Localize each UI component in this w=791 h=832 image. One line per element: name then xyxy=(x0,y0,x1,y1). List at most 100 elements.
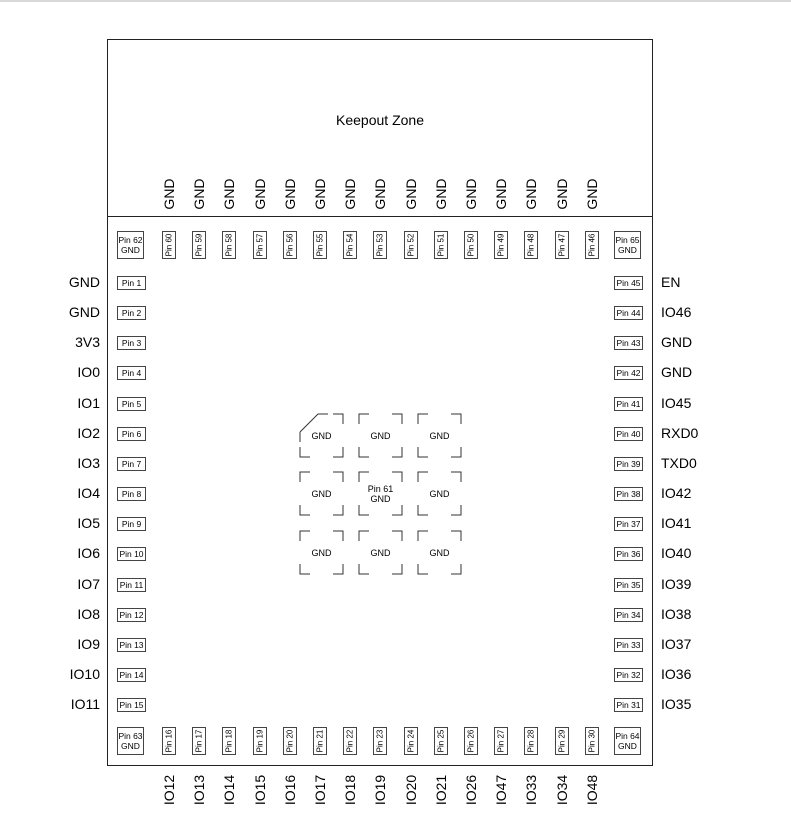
bottom-pin-label-text: IO48 xyxy=(583,774,600,806)
bottom-pin-pad: Pin 24 xyxy=(403,727,418,755)
right-pin-label: IO40 xyxy=(661,545,692,562)
top-pin-pad: Pin 60 xyxy=(162,231,176,259)
top-pin-label-text: GND xyxy=(463,178,479,210)
bottom-pin-pad: Pin 27 xyxy=(494,727,509,755)
right-pin-pad: Pin 35 xyxy=(614,577,643,592)
left-pin-pad: Pin 4 xyxy=(117,366,146,381)
bottom-pin-label-text: IO47 xyxy=(493,774,510,806)
left-pin-pad: Pin 12 xyxy=(117,607,146,622)
bottom-pin-number: Pin 27 xyxy=(496,729,506,753)
bottom-pin-label-text: IO14 xyxy=(221,774,238,806)
top-divider xyxy=(0,0,791,2)
bottom-pin-label-text: IO20 xyxy=(402,774,419,806)
bottom-pin-label-text: IO13 xyxy=(191,774,208,806)
bottom-pin-number: Pin 24 xyxy=(406,729,416,753)
right-pin-pad: Pin 42 xyxy=(614,366,643,381)
top-pin-pad: Pin 59 xyxy=(192,231,207,259)
left-pin-pad: Pin 7 xyxy=(117,456,146,471)
top-pin-label-text: GND xyxy=(281,178,298,210)
bottom-pin-label-text: IO34 xyxy=(553,774,570,806)
top-pin-label-text: GND xyxy=(221,178,238,210)
top-pin-pad: Pin 58 xyxy=(222,231,237,259)
top-pin-label-text: GND xyxy=(402,178,419,210)
left-pin-label: IO3 xyxy=(77,454,100,471)
bottom-pin-pad: Pin 16 xyxy=(162,727,176,755)
top-pin-number: Pin 53 xyxy=(375,233,385,257)
left-pin-label: IO0 xyxy=(77,364,100,381)
left-pin-label: 3V3 xyxy=(75,334,100,351)
center-pad-label-line: Pin 61 xyxy=(367,483,394,494)
right-pin-pad: Pin 40 xyxy=(614,426,643,441)
corner-pin: Pin 63 xyxy=(118,731,143,741)
bottom-pin-pad: Pin 19 xyxy=(252,727,267,755)
corner-pin: Pin 62 xyxy=(118,235,143,245)
top-pin-label-text: GND xyxy=(432,178,449,210)
center-pad-label: GND xyxy=(300,431,343,441)
bottom-pin-pad: Pin 26 xyxy=(464,727,478,755)
top-pin-number: Pin 56 xyxy=(285,233,295,257)
left-pin-label: IO5 xyxy=(77,515,100,532)
top-pin-pad: Pin 52 xyxy=(403,231,418,259)
corner-pad-top-right: Pin 65 GND xyxy=(614,231,641,259)
top-pin-number: Pin 49 xyxy=(496,233,506,257)
left-pin-pad: Pin 14 xyxy=(117,667,146,682)
right-pin-pad: Pin 41 xyxy=(614,396,643,411)
left-pin-label: IO9 xyxy=(77,635,100,652)
right-pin-label: EN xyxy=(661,274,681,290)
bottom-pin-number: Pin 30 xyxy=(587,729,597,753)
top-pin-label-text: GND xyxy=(251,178,268,210)
bottom-pin-label-text: IO21 xyxy=(432,774,449,806)
right-pin-pad: Pin 32 xyxy=(614,667,643,682)
right-pin-pad: Pin 36 xyxy=(614,547,643,562)
top-pin-pad: Pin 51 xyxy=(433,231,448,259)
top-pin-pad: Pin 46 xyxy=(584,231,599,259)
left-pin-pad: Pin 1 xyxy=(117,276,146,290)
top-pin-number: Pin 59 xyxy=(194,233,204,257)
bottom-pin-number: Pin 28 xyxy=(526,729,536,753)
corner-label: GND xyxy=(618,245,637,255)
right-pin-label: IO46 xyxy=(661,304,692,321)
left-pin-pad: Pin 10 xyxy=(117,547,146,562)
right-pin-label: IO38 xyxy=(661,605,692,622)
bottom-pin-label-text: IO15 xyxy=(251,774,268,806)
top-pin-label-text: GND xyxy=(312,178,328,210)
corner-label: GND xyxy=(121,245,140,255)
bottom-pin-pad: Pin 17 xyxy=(192,727,207,755)
bottom-pin-pad: Pin 25 xyxy=(433,727,448,755)
top-pin-label-text: GND xyxy=(161,178,177,210)
right-pin-pad: Pin 39 xyxy=(614,456,643,471)
top-pin-number: Pin 57 xyxy=(255,233,265,257)
bottom-pin-number: Pin 20 xyxy=(285,729,295,753)
left-pin-label: IO8 xyxy=(77,605,100,622)
bottom-pin-pad: Pin 20 xyxy=(282,727,297,755)
left-pin-pad: Pin 11 xyxy=(117,577,146,592)
top-pin-number: Pin 58 xyxy=(224,233,234,257)
right-pin-label: GND xyxy=(661,364,693,381)
left-pin-label: IO4 xyxy=(77,485,100,502)
bottom-pin-label-text: IO26 xyxy=(463,774,479,806)
top-pin-pad: Pin 47 xyxy=(554,231,569,259)
right-pin-pad: Pin 37 xyxy=(614,517,643,532)
bottom-pin-number: Pin 18 xyxy=(224,729,234,753)
right-pin-pad: Pin 45 xyxy=(614,276,643,290)
left-pin-pad: Pin 2 xyxy=(117,306,146,321)
bottom-pin-number: Pin 29 xyxy=(557,729,567,753)
center-pad-label-line: GND xyxy=(311,488,332,499)
bottom-pin-number: Pin 23 xyxy=(375,729,385,753)
right-pin-pad: Pin 33 xyxy=(614,637,643,652)
top-pin-label-text: GND xyxy=(342,178,359,210)
bottom-pin-pad: Pin 29 xyxy=(554,727,569,755)
module-outline xyxy=(107,39,653,766)
center-pad-label-line: GND xyxy=(311,430,332,441)
bottom-pin-number: Pin 22 xyxy=(345,729,355,753)
right-pin-label: IO42 xyxy=(661,485,692,502)
left-pin-pad: Pin 6 xyxy=(117,426,146,441)
top-pin-number: Pin 48 xyxy=(526,233,536,257)
corner-label: GND xyxy=(121,741,140,751)
center-pad-label-line: GND xyxy=(429,547,450,558)
left-pin-label: IO6 xyxy=(77,545,100,562)
right-pin-label: IO41 xyxy=(661,515,692,532)
center-pad-label: GND xyxy=(300,548,343,558)
top-pin-number: Pin 52 xyxy=(406,233,416,257)
keepout-zone-label: Keepout Zone xyxy=(336,112,424,128)
